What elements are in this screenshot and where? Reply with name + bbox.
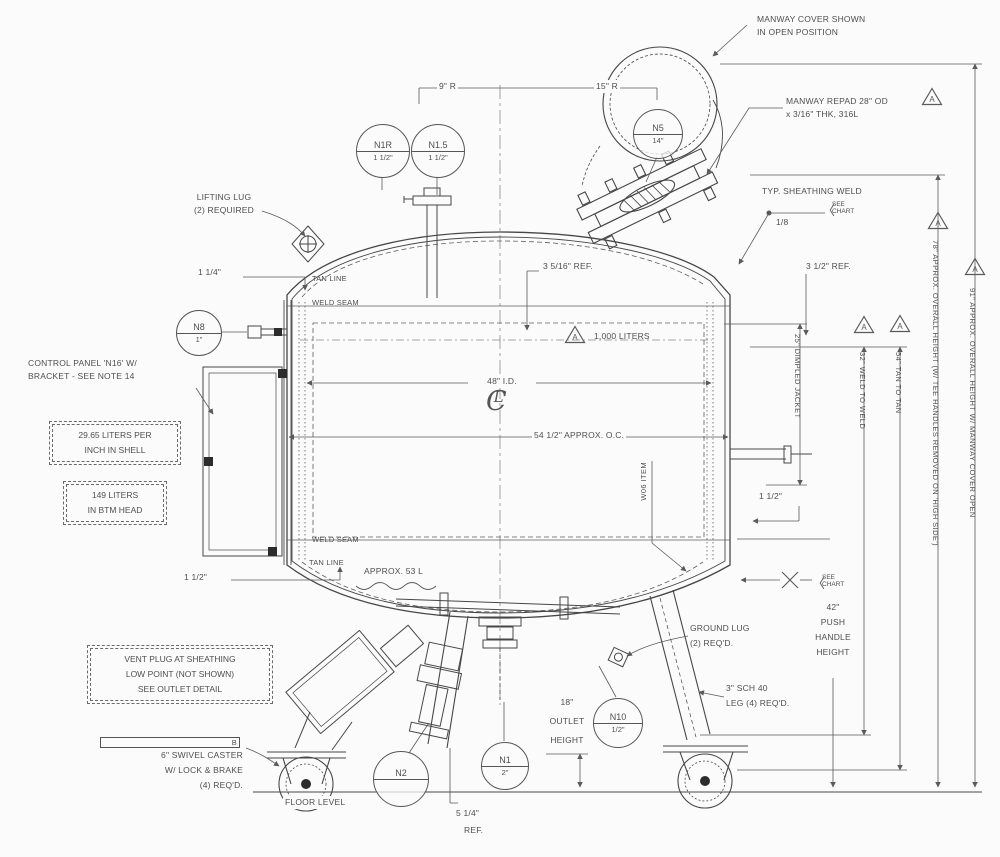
dim-54-tan-to-tan: 54" TAN TO TAN (894, 352, 903, 414)
note-liters-shell: 29.65 LITERS PER INCH IN SHELL (48, 420, 182, 466)
item-note: W06 ITEM (639, 462, 648, 501)
note-1000-liters: 1,000 LITERS (594, 331, 650, 341)
dim-91-overall-height: 91" APPROX. OVERALL HEIGHT W/ MANWAY COV… (968, 288, 977, 518)
note-manway-cover: MANWAY COVER SHOWN IN OPEN POSITION (757, 14, 866, 37)
agitator-assembly (285, 624, 464, 751)
nozzle-callout-n1-5: N1.5 1 1/2" (411, 124, 465, 178)
casters (253, 745, 982, 812)
lifting-lug (291, 225, 325, 263)
bottom-outlet (395, 592, 621, 700)
ref-3-1-2: 3 1/2" REF. (806, 261, 851, 271)
svg-text:A: A (572, 333, 578, 342)
leader-lines (195, 24, 825, 767)
svg-text:A: A (897, 322, 903, 331)
see-chart-flag-bottom: SEE CHART (822, 574, 845, 588)
dim-18-outlet-height: 18" OUTLET HEIGHT (549, 697, 585, 745)
centerline-symbol: CL (486, 386, 507, 417)
dim-42-push-handle: 42" PUSH HANDLE HEIGHT (815, 602, 851, 657)
note-ground-lug: GROUND LUG (2) REQ'D. (690, 623, 750, 648)
note-sheathing-weld: TYP. SHEATHING WELD (762, 186, 862, 196)
note-approx-53l: APPROX. 53 L (362, 565, 426, 578)
n8-nozzle (247, 325, 287, 339)
svg-text:A: A (929, 95, 935, 104)
caster-flag-box: B (100, 737, 240, 748)
note-leg: 3" SCH 40 LEG (4) REQ'D. (726, 683, 790, 708)
ref-3-5-16: 3 5/16" REF. (543, 261, 593, 271)
dim-1-1-4: 1 1/4" (196, 266, 224, 279)
dim-9r: 9" R (437, 80, 459, 93)
centerlines (300, 85, 712, 705)
note-vent-plug: VENT PLUG AT SHEATHING LOW POINT (NOT SH… (86, 644, 274, 705)
see-chart-flag-top: SEE CHART (832, 201, 855, 215)
tan-line-bottom: TAN LINE (309, 558, 344, 567)
svg-text:A: A (972, 265, 978, 274)
nozzle-callout-n1: N1 2" (481, 742, 529, 790)
nozzle-callout-n10: N10 1/2" (593, 698, 643, 748)
jacket-lines (287, 240, 730, 613)
vessel-shell (286, 231, 731, 619)
dim-1-1-2-left: 1 1/2" (182, 571, 210, 584)
tan-line-top: TAN LINE (312, 274, 347, 283)
manway-assembly (576, 46, 723, 250)
nozzle-callout-n5: N5 14" (633, 109, 683, 159)
note-floor-level: FLOOR LEVEL (283, 796, 348, 809)
ground-lug (607, 646, 630, 668)
weld-seam-bottom: WELD SEAM (312, 535, 359, 544)
dim-15r: 15" R (594, 80, 620, 93)
control-panel (202, 300, 292, 565)
nozzle-callout-n8: N8 1" (176, 310, 222, 356)
note-manway-repad: MANWAY REPAD 28" OD x 3/16" THK, 316L (786, 96, 888, 119)
weld-size: 1/8 (776, 217, 789, 227)
flag-bracket-icon: 〈 (822, 203, 836, 218)
svg-text:A: A (935, 219, 941, 228)
top-nozzle (403, 187, 452, 298)
dim-25-dimpled-jacket: 25" DIMPLED JACKET (793, 334, 802, 419)
dim-78-overall-height: 78" APPROX. OVERALL HEIGHT (W/ TEE HANDL… (931, 240, 940, 547)
dimension-lines (231, 63, 982, 804)
weld-seam-top: WELD SEAM (312, 298, 359, 307)
dim-32-weld-to-weld: 32" WELD TO WELD (858, 352, 867, 430)
flag-bracket-icon: 〈 (812, 576, 826, 591)
note-lifting-lug: LIFTING LUG (2) REQUIRED (193, 192, 255, 215)
dim-54-oc: 54 1/2" APPROX. O.C. (532, 429, 627, 442)
nozzle-callout-n1r: N1R 1 1/2" (356, 124, 410, 178)
legs (427, 589, 711, 749)
ref-5-1-4: 5 1/4" REF. (456, 808, 484, 835)
dim-1-1-2-right: 1 1/2" (757, 490, 785, 503)
nozzle-callout-n2: N2 (373, 751, 429, 807)
note-liters-head: 149 LITERS IN BTM HEAD (62, 480, 168, 526)
svg-text:A: A (861, 323, 867, 332)
note-control-panel: CONTROL PANEL 'N16' W/ BRACKET - SEE NOT… (28, 358, 137, 381)
